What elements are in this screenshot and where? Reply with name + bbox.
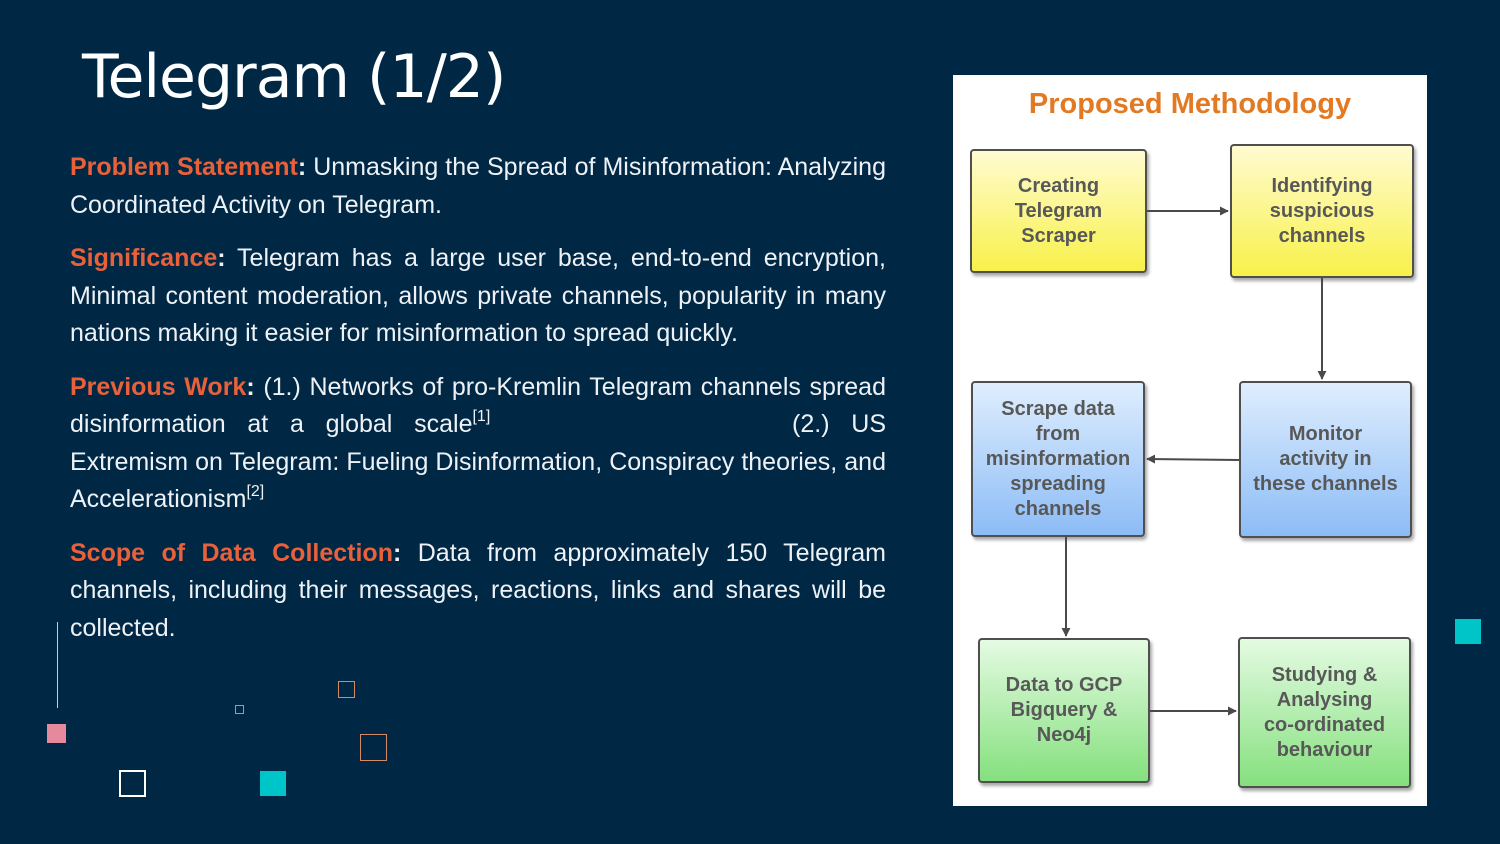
previous-work-label: Previous Work [70,372,247,401]
scope-label: Scope of Data Collection [70,538,393,567]
node-data-to-gcp: Data to GCP Bigquery & Neo4j [978,638,1150,783]
decorative-teal-square-right [1455,619,1481,644]
arrow-monitor-to-scrape [1146,454,1240,464]
node-scrape-data: Scrape data from misinformation spreadin… [971,381,1145,537]
node-studying-analysing: Studying & Analysing co-ordinated behavi… [1238,637,1411,788]
slide-title: Telegram (1/2) [82,42,506,112]
scope-colon: : [392,538,402,567]
previous-work-ref-1: [1] [472,407,491,425]
previous-work-text-1: (1.) Networks of pro-Kremlin Telegram ch… [70,372,886,439]
problem-statement-text: Unmasking the Spread of Misinformation: … [70,153,886,219]
significance-label: Significance [70,244,218,272]
decorative-small-orange-square [338,681,355,698]
scope-paragraph: Scope of Data Collection: Data from appr… [70,535,886,648]
diagram-arrows [1061,206,1327,716]
decorative-vertical-line [57,622,58,708]
significance-colon: : [217,244,226,272]
decorative-teal-square [260,771,286,796]
methodology-diagram: Proposed Methodology Creating Telegram S… [953,75,1427,806]
text-column: Problem Statement: Unmasking the Spread … [70,149,886,663]
decorative-white-outline-square [119,770,146,797]
previous-work-ref-2: [2] [246,482,265,500]
problem-statement-colon: : [297,153,307,181]
diagram-title: Proposed Methodology [1028,88,1352,120]
decorative-pink-square [47,724,66,743]
previous-work-text-2: (2.) US Extremism on Telegram: Fueling D… [70,410,886,513]
problem-statement-label: Problem Statement [70,153,298,181]
scope-text: Data from approximately 150 Telegram cha… [70,538,887,642]
decorative-orange-outline-square [360,734,387,761]
node-monitor-activity: Monitor activity in these channels [1239,381,1412,538]
previous-work-paragraph: Previous Work: (1.) Networks of pro-Krem… [70,369,886,519]
problem-statement-paragraph: Problem Statement: Unmasking the Spread … [70,149,886,224]
decorative-tiny-orange-square [235,705,244,714]
node-identifying-suspicious-channels: Identifying suspicious channels [1230,144,1414,278]
node-creating-telegram-scraper: Creating Telegram Scraper [970,149,1147,273]
significance-text: Telegram has a large user base, end-to-e… [70,244,886,347]
significance-paragraph: Significance: Telegram has a large user … [70,240,886,353]
previous-work-colon: : [246,372,255,401]
